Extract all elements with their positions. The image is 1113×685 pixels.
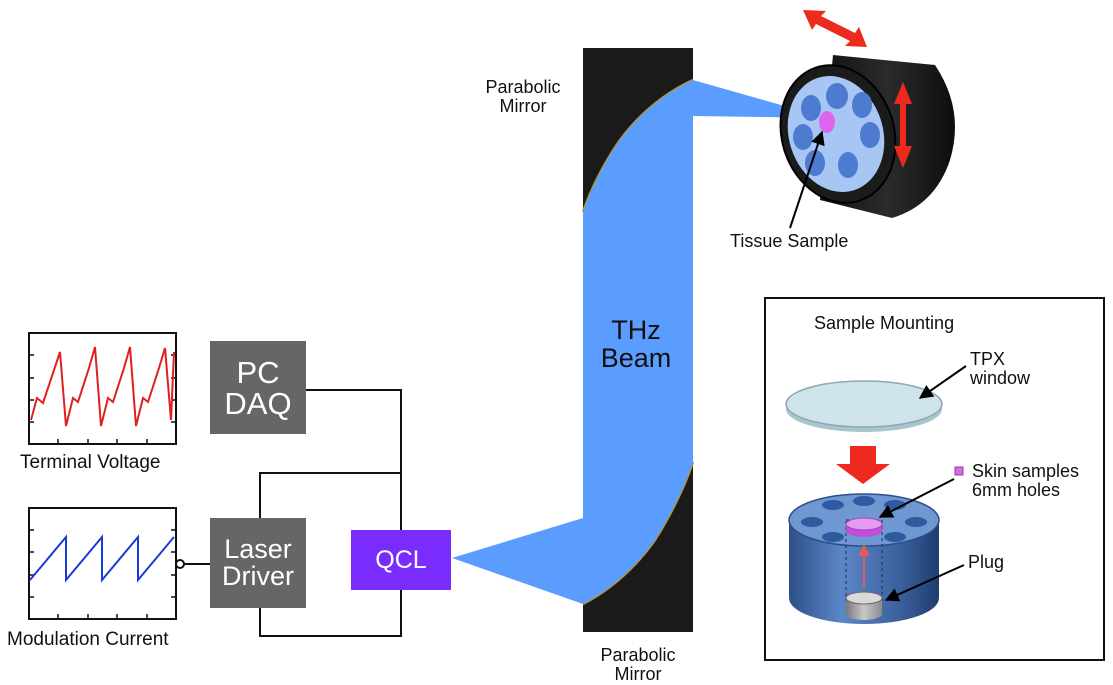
- tissue-sample-label: Tissue Sample: [730, 231, 849, 251]
- wiring: [184, 389, 402, 637]
- tpx-window-pointer: [918, 365, 967, 399]
- qcl-block: QCL: [351, 530, 451, 590]
- tissue-sample-spot: [819, 111, 835, 133]
- sample-mounting-title: Sample Mounting: [814, 313, 955, 333]
- parabolic-mirror-top-label: Parabolic Mirror: [485, 77, 561, 116]
- parabolic-mirror-bottom-label: Parabolic Mirror: [600, 645, 676, 684]
- thz-beam: [452, 80, 822, 604]
- skin-sample-legend-swatch: [954, 466, 964, 476]
- translation-arrows: [803, 10, 912, 168]
- terminal-voltage-label: Terminal Voltage: [20, 452, 161, 473]
- modulation-terminal-node: [175, 559, 185, 569]
- tpx-window-label: TPX window: [970, 349, 1031, 388]
- plug-pointer: [884, 564, 965, 602]
- wire-driver-bottom-to-qcl: [259, 590, 402, 637]
- skin-samples-pointer: [878, 478, 955, 518]
- down-arrow: [836, 446, 890, 484]
- tissue-sample-pointer: [789, 130, 825, 229]
- tpx-window: [785, 380, 943, 432]
- qcl-label: QCL: [375, 545, 427, 574]
- sample-drum: [779, 55, 955, 218]
- terminal-voltage-plot: [28, 332, 177, 445]
- modulation-current-label: Modulation Current: [7, 629, 169, 650]
- pc-daq-label: PC DAQ: [224, 354, 292, 421]
- pc-daq-block: PC DAQ: [210, 341, 306, 434]
- modulation-current-plot: [28, 507, 177, 620]
- thz-beam-label: THz Beam: [600, 315, 672, 374]
- wire-pc-to-qcl: [306, 389, 402, 530]
- plug-insert-arrow: [858, 544, 870, 588]
- plug-label: Plug: [968, 552, 1005, 572]
- laser-driver-label: Laser Driver: [222, 534, 294, 591]
- skin-samples-label: Skin samples 6mm holes: [972, 461, 1080, 500]
- laser-driver-block: Laser Driver: [210, 518, 306, 608]
- wire-driver-top-to-qcl: [259, 472, 401, 518]
